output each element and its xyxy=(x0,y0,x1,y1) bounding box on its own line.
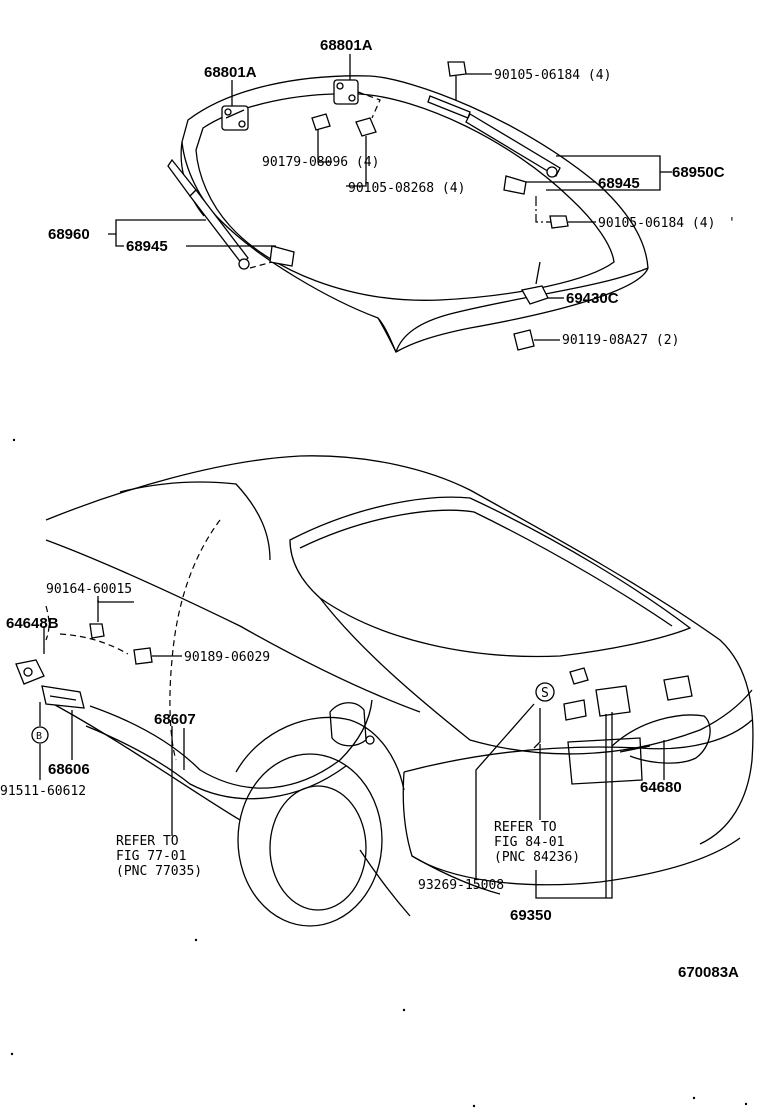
label-refer84-line3: (PNC 84236) xyxy=(494,850,580,865)
label-69350: 69350 xyxy=(510,907,552,924)
label-refer77-line3: (PNC 77035) xyxy=(116,864,202,879)
bolt-90179 xyxy=(311,113,331,131)
cable-68607 xyxy=(85,699,375,800)
hatch-door-panel xyxy=(180,75,649,353)
label-s-symbol: S xyxy=(541,686,549,701)
opener-68606 xyxy=(41,685,85,709)
lever-64648b xyxy=(15,659,45,685)
label-68960: 68960 xyxy=(48,226,90,243)
catch-69430c xyxy=(520,261,549,305)
lock-69350 xyxy=(533,667,693,749)
label-68945-right: 68945 xyxy=(598,175,640,192)
label-90119-08a27: 90119-08A27 (2) xyxy=(562,333,679,348)
clip-90189 xyxy=(133,647,153,665)
symbol-s-circle xyxy=(535,682,555,702)
gas-stay-left xyxy=(167,158,295,270)
label-refer77-line1: REFER TO xyxy=(116,834,179,849)
label-68945-left: 68945 xyxy=(126,238,168,255)
gas-stay-right xyxy=(427,61,561,195)
label-64648b: 64648B xyxy=(6,615,59,632)
label-refer84-line1: REFER TO xyxy=(494,820,557,835)
label-tick-mark: ' xyxy=(728,216,736,231)
hinge-left xyxy=(221,105,249,131)
bolt-90164 xyxy=(89,600,105,639)
label-refer77-line2: FIG 77-01 xyxy=(116,849,186,864)
label-68607: 68607 xyxy=(154,711,196,728)
label-90164-60015: 90164-60015 xyxy=(46,582,132,597)
label-69430c: 69430C xyxy=(566,290,619,307)
hinge-center xyxy=(333,79,381,119)
label-91511-60612: 91511-60612 xyxy=(0,784,86,799)
label-90105-06184-mid: 90105-06184 (4) xyxy=(598,216,715,231)
label-90189-06029: 90189-06029 xyxy=(184,650,270,665)
leader-lines xyxy=(39,54,672,899)
car-body xyxy=(45,455,754,927)
label-64680: 64680 xyxy=(640,779,682,796)
label-90105-08268: 90105-08268 (4) xyxy=(348,181,465,196)
label-refer84-line2: FIG 84-01 xyxy=(494,835,564,850)
scan-specks xyxy=(10,438,748,1108)
label-68801a-top: 68801A xyxy=(320,37,373,54)
label-90105-06184-top: 90105-06184 (4) xyxy=(494,68,611,83)
bolt-90105-06184-mid xyxy=(549,215,569,229)
label-68801a-left: 68801A xyxy=(204,64,257,81)
bolt-90119 xyxy=(513,329,535,351)
cable-64680 xyxy=(611,714,711,764)
label-90179-08096: 90179-08096 (4) xyxy=(262,155,379,170)
label-93269-15008: 93269-15008 xyxy=(418,878,504,893)
leader-right-stay xyxy=(535,196,556,223)
label-68606: 68606 xyxy=(48,761,90,778)
figure-code: 670083A xyxy=(678,964,739,981)
symbol-b-circle xyxy=(31,726,49,744)
bolt-90105-08268 xyxy=(355,117,377,137)
label-68950c: 68950C xyxy=(672,164,725,181)
label-b-symbol: B xyxy=(36,731,42,742)
